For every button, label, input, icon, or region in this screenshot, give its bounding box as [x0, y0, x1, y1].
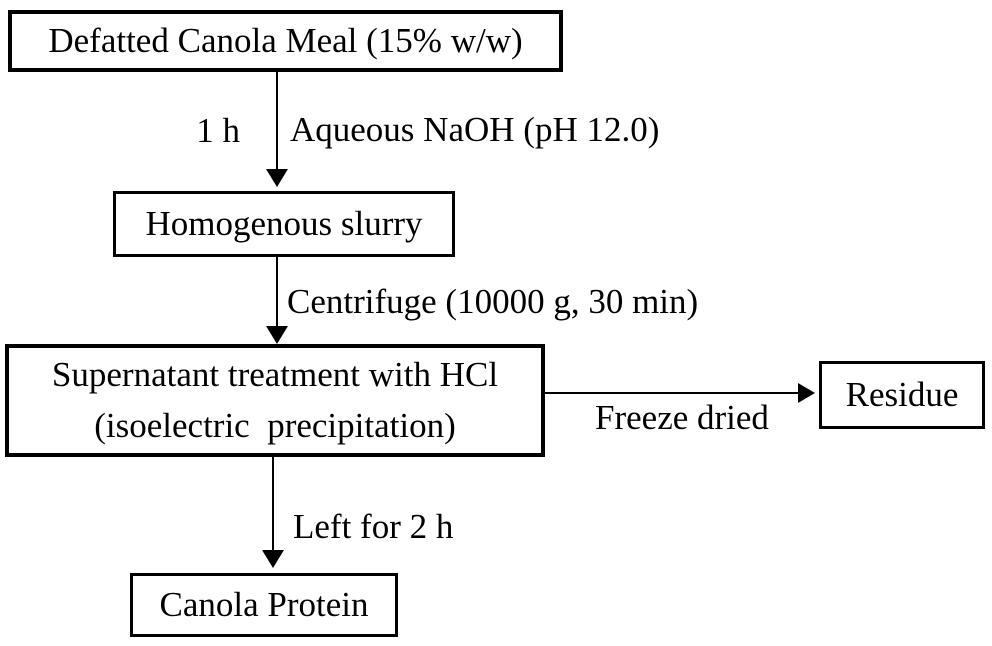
edge-label-freeze-dried: Freeze dried — [595, 398, 769, 437]
node-residue: Residue — [819, 361, 985, 429]
edge-label-centrifuge: Centrifuge (10000 g, 30 min) — [287, 282, 699, 321]
edge-label-aqueous-naoh: Aqueous NaOH (pH 12.0) — [290, 110, 660, 149]
arrow-down-icon — [266, 326, 288, 344]
edge-label-duration-1h: 1 h — [196, 111, 240, 150]
arrow-slurry-to-supernatant-line — [276, 257, 278, 328]
node-canola-protein: Canola Protein — [130, 573, 398, 637]
node-supernatant-treatment: Supernatant treatment with HCl (isoelect… — [5, 344, 545, 457]
arrow-supernatant-to-residue-line — [545, 392, 800, 394]
arrow-right-icon — [798, 383, 815, 403]
arrow-down-icon — [266, 169, 288, 187]
edge-label-left-for-2h: Left for 2 h — [293, 507, 454, 546]
arrow-down-icon — [262, 550, 284, 568]
arrow-meal-to-slurry-line — [276, 72, 278, 171]
node-homogenous-slurry: Homogenous slurry — [113, 191, 455, 257]
node-defatted-canola-meal: Defatted Canola Meal (15% w/w) — [8, 10, 563, 72]
arrow-supernatant-to-protein-line — [272, 457, 274, 552]
